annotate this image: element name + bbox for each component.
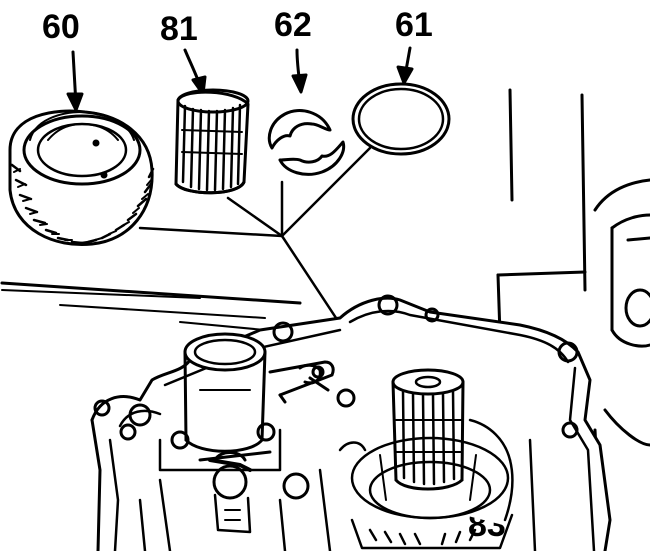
arrow-81 (183, 48, 207, 96)
case-details (138, 418, 537, 551)
arrow-61 (396, 46, 414, 85)
housing-outline (0, 88, 587, 337)
selector-boss (158, 332, 282, 534)
arrow-62 (291, 48, 308, 94)
circlip-62 (267, 109, 346, 176)
callout-61: 61 (395, 6, 433, 44)
needle-bearing-81 (174, 88, 250, 195)
callout-60: 60 (42, 8, 80, 46)
callout-81: 81 (160, 10, 198, 48)
o-ring-61 (351, 82, 451, 156)
gear-60 (8, 109, 155, 247)
mainshaft-83 (350, 368, 514, 550)
shift-linkage (268, 360, 335, 404)
callout-62: 62 (274, 6, 312, 44)
arrow-60 (66, 50, 84, 112)
